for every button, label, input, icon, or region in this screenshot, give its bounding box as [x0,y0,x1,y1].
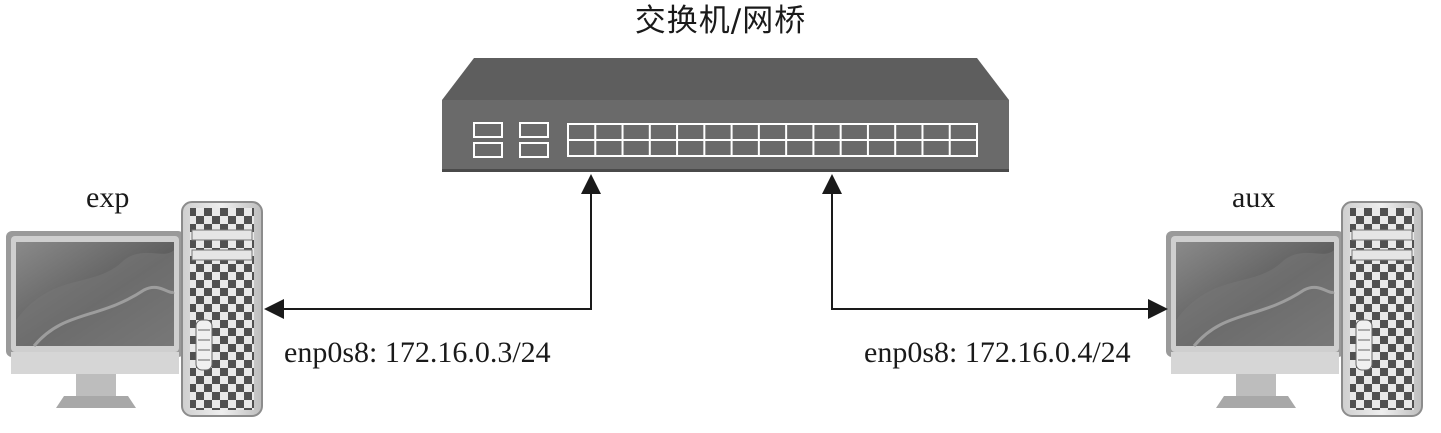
aux-host-name: aux [1232,181,1276,214]
exp-computer-icon [4,200,264,418]
aux-link-line [822,174,1168,319]
exp-interface-label: enp0s8: 172.16.0.3/24 [284,336,551,369]
network-switch-icon [442,58,1009,172]
switch-title: 交换机/网桥 [634,3,807,39]
aux-computer-icon [1164,200,1424,418]
exp-host-name: exp [86,181,130,214]
exp-link-line [264,174,601,319]
aux-interface-label: enp0s8: 172.16.0.4/24 [864,336,1131,369]
